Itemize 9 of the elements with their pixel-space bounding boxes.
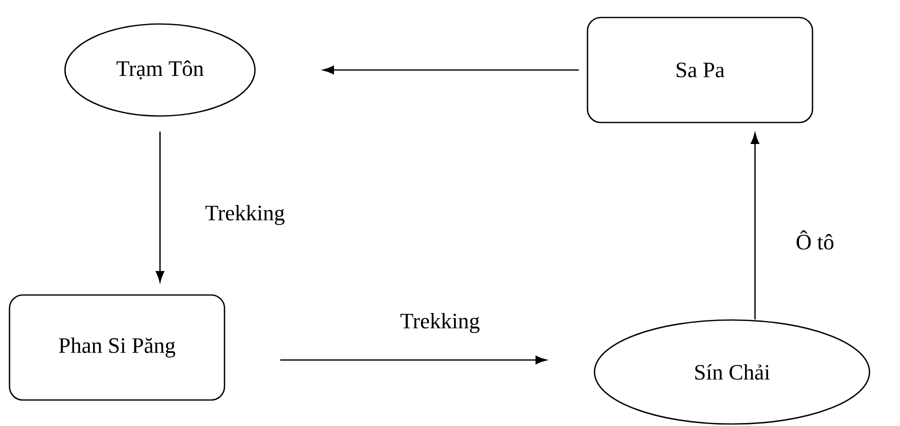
arrow <box>280 356 547 364</box>
arrow <box>322 66 579 74</box>
place-box: Phan Si Păng <box>8 294 226 401</box>
edge-label: Ô tô <box>794 229 836 251</box>
place-box: Sa Pa <box>586 16 814 124</box>
arrow <box>156 132 164 282</box>
edge-label: Trekking <box>398 312 482 334</box>
arrow <box>750 132 760 320</box>
edge-label: Trekking <box>204 204 286 226</box>
